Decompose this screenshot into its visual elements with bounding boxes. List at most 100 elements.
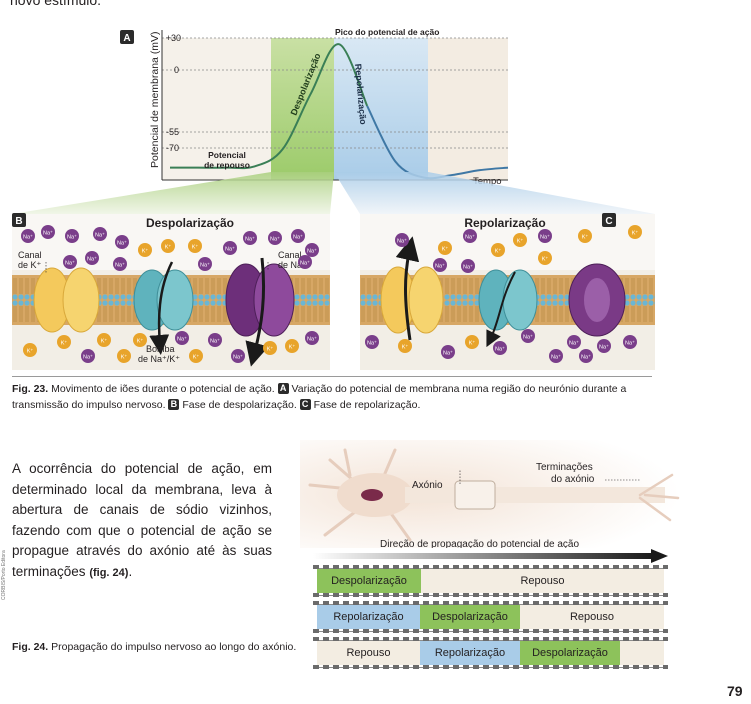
caption-letter-a: A	[277, 383, 289, 394]
body-paragraph-text: A ocorrência do potencial de ação, em de…	[12, 461, 272, 579]
svg-text:Na⁺: Na⁺	[540, 234, 550, 241]
sodium-ion: Na⁺	[549, 349, 563, 363]
top-text-line: novo estímulo.	[10, 0, 102, 8]
figure-23-label: Fig. 23.	[12, 383, 49, 395]
sodium-ion: Na⁺	[463, 229, 477, 243]
figure-24-label: Fig. 24.	[12, 641, 49, 653]
gridlines	[162, 37, 508, 149]
propagation-row-1: Despolarização Repouso	[313, 565, 668, 597]
axon-shaft	[405, 487, 665, 503]
sodium-ion: Na⁺	[243, 231, 257, 245]
svg-text:K⁺: K⁺	[61, 340, 68, 347]
page-number: 79	[727, 683, 743, 699]
sodium-potassium-pump-b	[133, 269, 194, 331]
potassium-ion: K⁺	[161, 239, 175, 253]
sodium-ion: Na⁺	[85, 251, 99, 265]
svg-text:Na⁺: Na⁺	[293, 234, 303, 241]
sodium-ion: Na⁺	[365, 335, 379, 349]
svg-text:Na⁺: Na⁺	[495, 346, 505, 353]
y-tick-labels: +30 0 -55 -70	[166, 33, 181, 153]
svg-text:Na⁺: Na⁺	[443, 350, 453, 357]
svg-text:K⁺: K⁺	[469, 340, 476, 347]
body-paragraph-end: .	[128, 563, 133, 579]
sodium-ion: Na⁺	[268, 231, 282, 245]
figure-23: A Potencial de membrana (mV) +30 0 -55 -…	[12, 27, 655, 370]
svg-text:K⁺: K⁺	[267, 346, 274, 353]
svg-text:K⁺: K⁺	[495, 248, 502, 255]
sodium-ion: Na⁺	[433, 258, 447, 272]
nucleus	[361, 489, 383, 501]
sodium-ion: Na⁺	[623, 335, 637, 349]
sodium-ion: Na⁺	[21, 229, 35, 243]
svg-text:Na⁺: Na⁺	[177, 336, 187, 343]
potassium-ion: K⁺	[578, 229, 592, 243]
svg-text:K⁺: K⁺	[101, 338, 108, 345]
sodium-ion: Na⁺	[305, 331, 319, 345]
svg-text:K⁺: K⁺	[402, 344, 409, 351]
svg-text:Na⁺: Na⁺	[569, 340, 579, 347]
svg-text:Na⁺: Na⁺	[23, 234, 33, 241]
svg-text:Na⁺: Na⁺	[233, 354, 243, 361]
sodium-channel-c	[568, 263, 626, 337]
panel-b-title: Despolarização	[146, 216, 234, 230]
potassium-ion: K⁺	[513, 233, 527, 247]
svg-text:Na⁺: Na⁺	[397, 238, 407, 245]
svg-text:K⁺: K⁺	[517, 238, 524, 245]
potassium-ion: K⁺	[117, 349, 131, 363]
sodium-ion: Na⁺	[461, 259, 475, 273]
sodium-potassium-pump-c	[478, 269, 538, 331]
row2-repolarization: Repolarização	[317, 605, 420, 629]
row3-rest-end	[620, 641, 664, 665]
sodium-ion: Na⁺	[493, 341, 507, 355]
potassium-ion: K⁺	[438, 241, 452, 255]
na-channel-label-1: Canal	[278, 250, 302, 260]
propagation-arrow	[313, 549, 668, 563]
svg-text:Na⁺: Na⁺	[200, 262, 210, 269]
svg-text:K⁺: K⁺	[165, 244, 172, 251]
potassium-ion: K⁺	[628, 225, 642, 239]
sodium-ion: Na⁺	[63, 255, 77, 269]
y-tick-label: -55	[166, 127, 179, 137]
potassium-ion: K⁺	[538, 251, 552, 265]
sodium-ion: Na⁺	[115, 235, 129, 249]
svg-text:Na⁺: Na⁺	[300, 260, 310, 267]
svg-text:Na⁺: Na⁺	[245, 236, 255, 243]
svg-text:K⁺: K⁺	[142, 248, 149, 255]
sodium-ion: Na⁺	[305, 243, 319, 257]
potassium-ion: K⁺	[398, 339, 412, 353]
sodium-ion: Na⁺	[93, 227, 107, 241]
svg-text:Na⁺: Na⁺	[435, 263, 445, 270]
svg-text:K⁺: K⁺	[632, 230, 639, 237]
panel-c-title: Repolarização	[464, 216, 545, 230]
sodium-ion: Na⁺	[231, 349, 245, 363]
caption-text-c: Fase de repolarização.	[313, 399, 421, 411]
panel-repolarization: C Repolarização Na⁺K⁺Na⁺K⁺K⁺K⁺K⁺K⁺Na⁺Na⁺…	[360, 213, 655, 370]
sodium-ion: Na⁺	[81, 349, 95, 363]
row3-rest: Repouso	[317, 641, 420, 665]
rest-zone-right	[428, 38, 508, 180]
svg-text:Na⁺: Na⁺	[599, 344, 609, 351]
propagation-row-2: Repolarização Despolarização Repouso	[313, 601, 668, 633]
row3-repolarization: Repolarização	[420, 641, 520, 665]
potassium-channel-b	[33, 267, 100, 333]
sodium-ion: Na⁺	[597, 339, 611, 353]
action-potential-graph: A Potencial de membrana (mV) +30 0 -55 -…	[120, 27, 509, 187]
figure-24-caption: Fig. 24. Propagação do impulso nervoso a…	[12, 640, 297, 655]
svg-text:Na⁺: Na⁺	[523, 334, 533, 341]
sodium-ion: Na⁺	[198, 257, 212, 271]
terminals-label-2: do axónio	[551, 474, 595, 485]
svg-text:K⁺: K⁺	[121, 354, 128, 361]
potassium-ion: K⁺	[491, 243, 505, 257]
potassium-ion: K⁺	[138, 243, 152, 257]
peak-label: Pico do potencial de ação	[335, 27, 439, 37]
sodium-ion: Na⁺	[113, 257, 127, 271]
y-axis-label: Potencial de membrana (mV)	[149, 31, 161, 168]
caption-text-b: Fase de despolarização.	[182, 399, 297, 411]
axon-terminals	[638, 473, 680, 522]
potassium-ion: K⁺	[263, 341, 277, 355]
potassium-ion: K⁺	[97, 333, 111, 347]
sodium-ion: Na⁺	[567, 335, 581, 349]
svg-text:Na⁺: Na⁺	[551, 354, 561, 361]
row2-rest: Repouso	[520, 605, 664, 629]
side-credit: CORBIS/Porto Editora	[1, 550, 7, 600]
